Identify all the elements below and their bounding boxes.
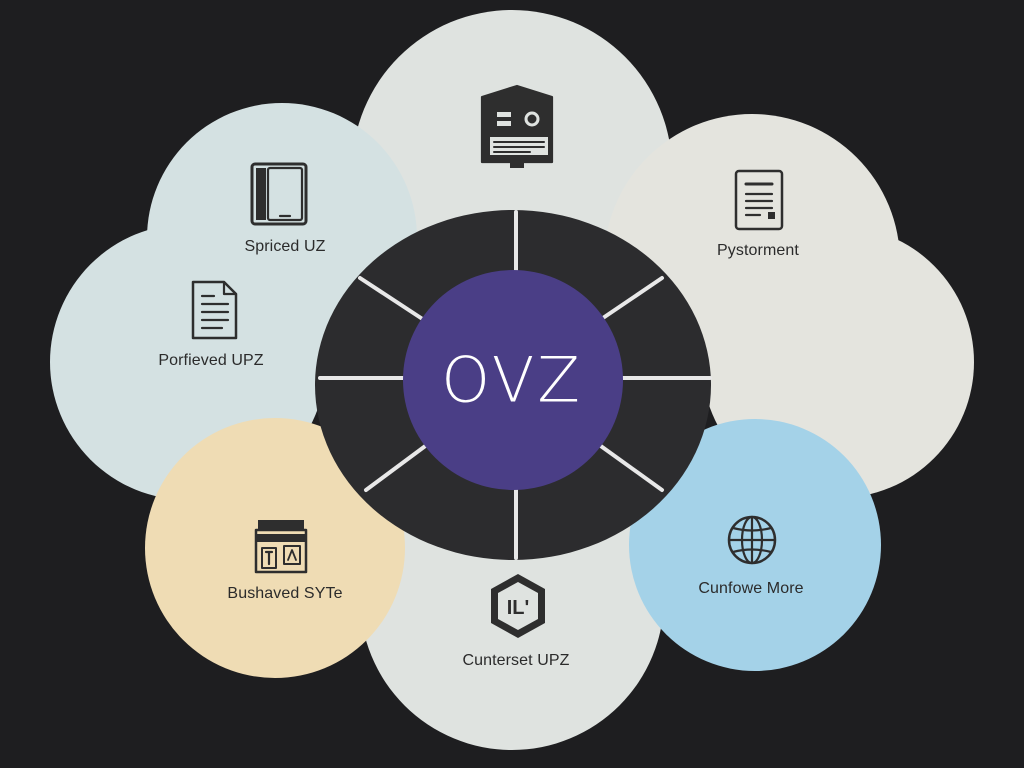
node-label-cunfowe-more: Cunfowe More	[698, 580, 804, 597]
mobile-phone-icon	[250, 162, 308, 226]
browser-window-icon	[480, 84, 554, 168]
node-label-bushaved-syte: Bushaved SYTe	[227, 585, 343, 602]
center-node	[403, 270, 623, 490]
globe-icon	[727, 515, 777, 565]
storefront-icon	[254, 520, 308, 574]
node-label-pystorment: Pystorment	[717, 242, 799, 259]
node-label-spriced-uz: Spriced UZ	[244, 238, 326, 255]
report-document-icon	[734, 169, 784, 231]
node-label-cunterset-upz: Cunterset UPZ	[462, 652, 570, 669]
lobe-bottom-right	[629, 419, 881, 671]
hex-logo-text: IL'	[507, 597, 530, 619]
ring-spokes	[318, 210, 712, 560]
center-title: OVZ	[441, 343, 583, 417]
hexagon-logo-icon	[491, 574, 545, 638]
document-icon	[191, 280, 238, 340]
hub-ring	[315, 210, 712, 560]
node-label-porfieved-upz: Porfieved UPZ	[158, 352, 264, 369]
